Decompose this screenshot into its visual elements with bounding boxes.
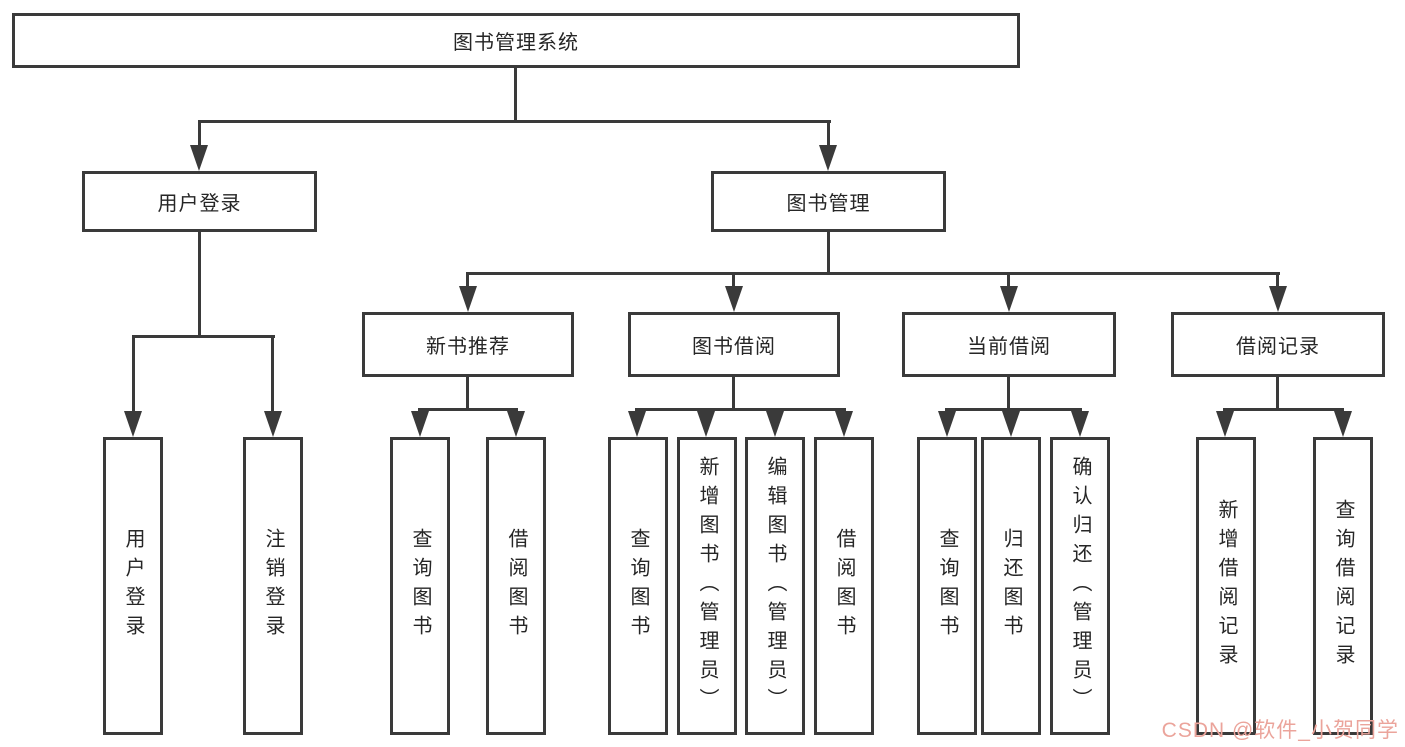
arrow-down-icon — [1334, 411, 1352, 437]
connector-line — [466, 377, 469, 409]
connector-line — [466, 272, 1280, 275]
connector-line — [514, 68, 517, 120]
connector-line — [945, 408, 1082, 411]
arrow-down-icon — [507, 411, 525, 437]
connector-line — [198, 232, 201, 335]
arrow-down-icon — [819, 145, 837, 171]
node-label: 用户登录 — [157, 193, 242, 215]
connector-line — [198, 120, 201, 148]
connector-line — [1276, 272, 1279, 288]
node-add-books-admin: 新增图书（管理员） — [677, 437, 737, 735]
connector-line — [827, 120, 830, 148]
node-label: 查询图书 — [627, 528, 649, 644]
node-label: 图书管理系统 — [453, 32, 579, 54]
node-label: 借阅记录 — [1236, 336, 1320, 358]
node-label: 查询借阅记录 — [1332, 499, 1354, 673]
arrow-down-icon — [1002, 411, 1020, 437]
node-add-borrow-record: 新增借阅记录 — [1196, 437, 1256, 735]
node-edit-books-admin: 编辑图书（管理员） — [745, 437, 805, 735]
connector-line — [732, 377, 735, 409]
arrow-down-icon — [835, 411, 853, 437]
node-label: 注销登录 — [262, 528, 284, 644]
node-label: 当前借阅 — [967, 336, 1051, 358]
arrow-down-icon — [628, 411, 646, 437]
node-borrow-books: 借阅图书 — [486, 437, 546, 735]
node-label: 新书推荐 — [426, 336, 510, 358]
node-label: 图书管理 — [786, 193, 871, 215]
node-query-books: 查询图书 — [917, 437, 977, 735]
arrow-down-icon — [264, 411, 282, 437]
node-book-management: 图书管理 — [711, 171, 946, 232]
node-label: 编辑图书（管理员） — [764, 455, 786, 717]
arrow-down-icon — [766, 411, 784, 437]
connector-line — [132, 335, 135, 413]
node-label: 图书借阅 — [692, 336, 776, 358]
arrow-down-icon — [1269, 286, 1287, 312]
arrow-down-icon — [1071, 411, 1089, 437]
node-label: 查询图书 — [936, 528, 958, 644]
node-book-borrowing: 图书借阅 — [628, 312, 840, 377]
connector-line — [198, 120, 831, 123]
arrow-down-icon — [938, 411, 956, 437]
node-return-books: 归还图书 — [981, 437, 1041, 735]
connector-line — [732, 272, 735, 288]
connector-line — [635, 408, 846, 411]
node-user-login: 用户登录 — [82, 171, 317, 232]
node-borrowing-records: 借阅记录 — [1171, 312, 1385, 377]
connector-line — [1276, 377, 1279, 409]
node-label: 查询图书 — [409, 528, 431, 644]
node-borrow-books: 借阅图书 — [814, 437, 874, 735]
node-label: 确认归还（管理员） — [1069, 455, 1091, 717]
node-query-borrow-record: 查询借阅记录 — [1313, 437, 1373, 735]
connector-line — [1223, 408, 1344, 411]
node-label: 用户登录 — [122, 528, 144, 644]
node-label: 借阅图书 — [505, 528, 527, 644]
node-label: 新增借阅记录 — [1215, 499, 1237, 673]
connector-line — [466, 272, 469, 288]
connector-line — [418, 408, 518, 411]
node-logout: 注销登录 — [243, 437, 303, 735]
node-new-book-recommendation: 新书推荐 — [362, 312, 574, 377]
node-query-books: 查询图书 — [608, 437, 668, 735]
arrow-down-icon — [1216, 411, 1234, 437]
arrow-down-icon — [725, 286, 743, 312]
node-user-login-leaf: 用户登录 — [103, 437, 163, 735]
node-confirm-return-admin: 确认归还（管理员） — [1050, 437, 1110, 735]
connector-line — [1007, 272, 1010, 288]
connector-line — [827, 232, 830, 272]
arrow-down-icon — [1000, 286, 1018, 312]
node-current-borrowing: 当前借阅 — [902, 312, 1116, 377]
connector-line — [132, 335, 275, 338]
node-label: 新增图书（管理员） — [696, 455, 718, 717]
arrow-down-icon — [697, 411, 715, 437]
node-label: 归还图书 — [1000, 528, 1022, 644]
csdn-watermark: CSDN @软件_小贺同学 — [1161, 719, 1399, 742]
arrow-down-icon — [411, 411, 429, 437]
node-query-books: 查询图书 — [390, 437, 450, 735]
arrow-down-icon — [459, 286, 477, 312]
connector-line — [1007, 377, 1010, 409]
node-book-management-system: 图书管理系统 — [12, 13, 1020, 68]
node-label: 借阅图书 — [833, 528, 855, 644]
arrow-down-icon — [190, 145, 208, 171]
arrow-down-icon — [124, 411, 142, 437]
connector-line — [271, 335, 274, 413]
